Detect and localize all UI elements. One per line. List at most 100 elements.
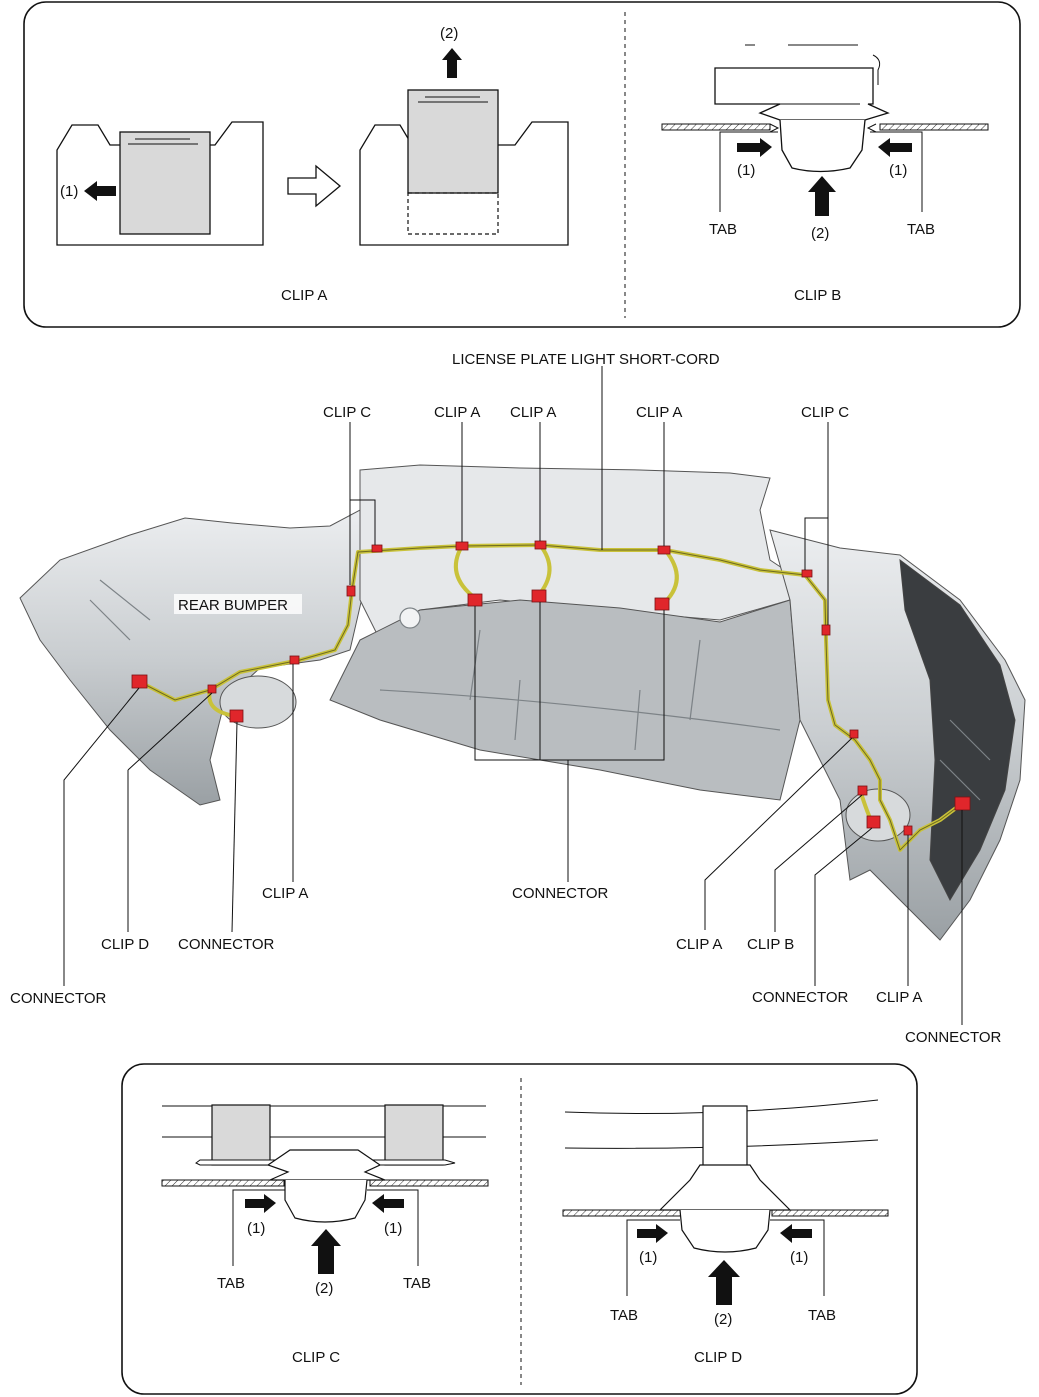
connector-right-mid <box>866 815 881 829</box>
clip-a-marker-1 <box>455 541 469 551</box>
top-panel: (1) (2) CLIP A <box>23 1 1021 328</box>
bumper-right-inner-shadow <box>899 558 1016 902</box>
clip-a-right-2-label: CLIP A <box>876 989 922 1006</box>
connector-left-mid-label: CONNECTOR <box>178 936 275 953</box>
clip-a-ghost-outline <box>407 192 499 235</box>
clip-a-caption: CLIP A <box>281 287 327 304</box>
clip-b-step1-right: (1) <box>889 162 907 179</box>
clip-a-marker-3 <box>657 545 671 555</box>
clip-d-caption: CLIP D <box>694 1349 742 1366</box>
panel-left <box>661 123 771 131</box>
clip-c-marker-left <box>346 585 356 597</box>
clip-c-left-label: CLIP C <box>323 404 371 421</box>
clip-d-tab-right: TAB <box>808 1307 836 1324</box>
arrow-up-icon <box>708 1260 740 1305</box>
rear-bumper-illustration: LICENSE PLATE LIGHT SHORT-CORD REAR BUMP… <box>10 351 1026 1046</box>
clip-a-step2-label: (2) <box>440 25 458 42</box>
clip-d-label: CLIP D <box>101 936 149 953</box>
clip-c-tab-right: TAB <box>403 1275 431 1292</box>
clip-a-marker-left <box>289 655 300 665</box>
tab-leader-left <box>719 131 778 212</box>
clip-c-caption: CLIP C <box>292 1349 340 1366</box>
clip-d-head <box>658 1164 792 1211</box>
clip-a-marker-2 <box>534 540 547 550</box>
clip-a-right-1-label: CLIP A <box>676 936 722 953</box>
clip-c-marker-right <box>821 624 831 636</box>
clip-c-marker-left-top <box>371 544 383 553</box>
clip-b-caption: CLIP B <box>794 287 841 304</box>
harness-parts <box>131 540 971 836</box>
clip-d-step2: (2) <box>714 1311 732 1328</box>
connector-right <box>954 796 971 811</box>
clip-b-illustration: (1) (1) (2) TAB TAB <box>661 44 989 242</box>
rear-bumper-label: REAR BUMPER <box>178 597 288 614</box>
clip-c-head <box>266 1149 386 1181</box>
leader-lines <box>63 366 963 1025</box>
bottom-panel-frame <box>121 1063 918 1395</box>
arrow-right-icon <box>245 1194 276 1213</box>
clip-b-head <box>714 67 890 121</box>
clip-a-marker-right-2 <box>903 825 913 836</box>
tab-leader-right <box>870 131 923 212</box>
arrow-left-icon <box>878 138 912 157</box>
clip-c-tab-left: TAB <box>217 1275 245 1292</box>
arrow-right-icon <box>737 138 772 157</box>
clip-c-right-label: CLIP C <box>801 404 849 421</box>
clip-d-marker <box>207 684 217 694</box>
clip-b-tab-left: TAB <box>709 221 737 238</box>
clip-a-illustration-before: (1) <box>56 121 264 246</box>
license-plate-light-short-cord-label: LICENSE PLATE LIGHT SHORT-CORD <box>452 351 720 368</box>
clip-c-panel-right <box>369 1179 489 1187</box>
clip-b-marker <box>857 785 868 796</box>
clip-c-stem <box>284 1179 368 1223</box>
clip-a-illustration-after: (2) <box>359 25 569 246</box>
connector-left-mid <box>229 709 244 723</box>
arrow-up-icon <box>808 176 836 216</box>
clip-b-step2: (2) <box>811 225 829 242</box>
part-label-backdrop <box>174 594 302 614</box>
clip-b-label: CLIP B <box>747 936 794 953</box>
connector-center-label: CONNECTOR <box>512 885 609 902</box>
bumper-lower-center <box>329 599 801 801</box>
arrow-left-icon <box>84 181 116 201</box>
clip-a-2-label: CLIP A <box>510 404 556 421</box>
clip-a-marker-right-1 <box>849 729 859 739</box>
connector-right-label: CONNECTOR <box>905 1029 1002 1046</box>
clip-a-body <box>119 131 211 235</box>
clip-c-illustration: (1) (1) (2) TAB TAB <box>161 1104 489 1297</box>
connector-right-mid-label: CONNECTOR <box>752 989 849 1006</box>
clip-c-step2: (2) <box>315 1280 333 1297</box>
arrow-left-icon <box>372 1194 404 1213</box>
connector-center-3 <box>654 597 670 611</box>
clip-b-tab-right: TAB <box>907 221 935 238</box>
clip-d-step1-right: (1) <box>790 1249 808 1266</box>
clip-d-illustration: (1) (1) (2) TAB TAB <box>562 1099 889 1328</box>
clip-c-panel-left <box>161 1179 285 1187</box>
clip-d-stem <box>679 1209 771 1253</box>
clip-a-body-raised <box>407 89 499 194</box>
connector-center-1 <box>467 593 483 607</box>
arrow-right-icon <box>637 1224 668 1243</box>
arrow-up-icon <box>442 48 462 78</box>
arrow-left-icon <box>780 1224 812 1243</box>
clip-a-step1-label: (1) <box>60 183 78 200</box>
harness-main-outline <box>139 544 961 851</box>
clip-d-tab-left: TAB <box>610 1307 638 1324</box>
clip-d-panel-right <box>771 1209 889 1217</box>
connector-center-2 <box>531 589 547 603</box>
bottom-panel: (1) (1) (2) TAB TAB CLIP C (1) (1) (2) T… <box>121 1063 918 1395</box>
clip-d-step1-left: (1) <box>639 1249 657 1266</box>
clip-a-3-label: CLIP A <box>636 404 682 421</box>
clip-c-block-right <box>384 1104 444 1166</box>
top-panel-frame <box>23 1 1021 328</box>
transition-arrow-icon <box>287 164 342 208</box>
clip-a-left-lower-label: CLIP A <box>262 885 308 902</box>
clip-a-1-label: CLIP A <box>434 404 480 421</box>
connector-left <box>131 674 148 689</box>
bumper-ribs <box>89 579 991 801</box>
clip-c-step1-left: (1) <box>247 1220 265 1237</box>
arrow-up-icon <box>311 1229 341 1274</box>
clip-c-block-left <box>211 1104 271 1166</box>
panel-right <box>879 123 989 131</box>
